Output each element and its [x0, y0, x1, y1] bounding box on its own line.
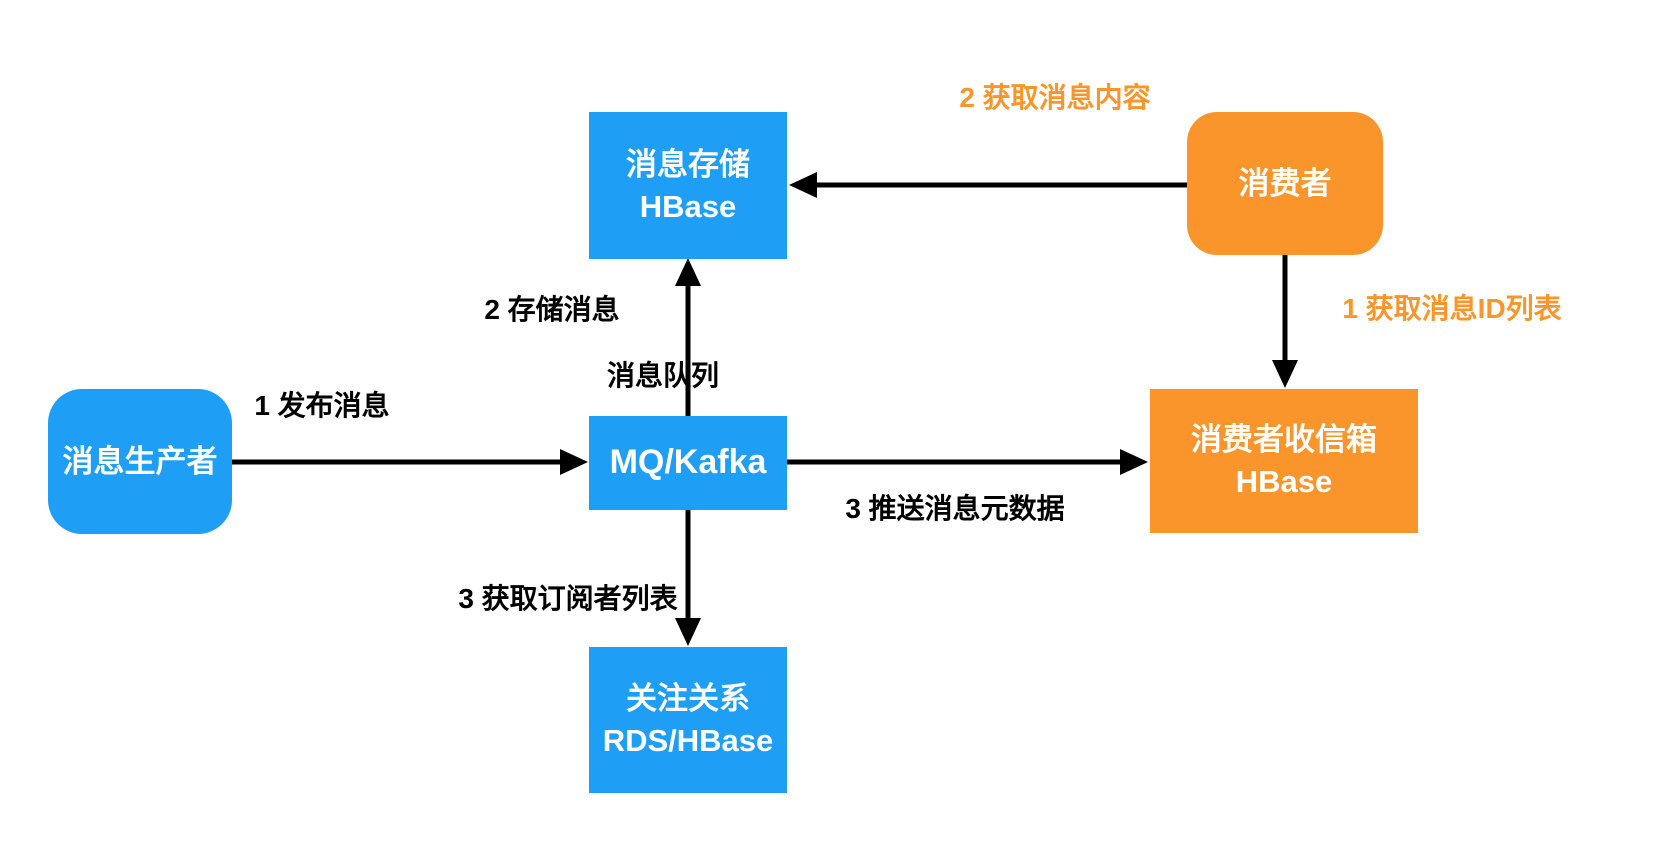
arrow-get-message-content: [789, 172, 1187, 198]
node-consumer: 消费者: [1187, 112, 1383, 255]
arrow-get-subscribers: [675, 510, 701, 646]
node-follow-relation-line1: 关注关系: [626, 681, 750, 717]
arrow-publish-message: [232, 449, 588, 475]
edge-label-publish-message: 1 发布消息: [254, 390, 390, 421]
edge-label-get-subscribers: 3 获取订阅者列表: [458, 583, 678, 614]
node-message-producer: 消息生产者: [48, 389, 232, 534]
node-consumer-inbox-line1: 消费者收信箱: [1191, 422, 1377, 458]
node-mq-kafka-label: MQ/Kafka: [609, 443, 767, 482]
node-consumer-inbox-line2: HBase: [1235, 464, 1333, 499]
node-message-store-line1: 消息存储: [626, 146, 750, 182]
node-consumer-label: 消费者: [1238, 165, 1332, 201]
arrow-store-message: [675, 258, 701, 416]
node-consumer-inbox: 消费者收信箱 HBase: [1150, 389, 1418, 533]
node-mq-kafka: MQ/Kafka: [589, 416, 787, 510]
edge-label-store-message: 2 存储消息: [484, 294, 620, 325]
edge-label-get-id-list: 1 获取消息ID列表: [1342, 293, 1562, 324]
arrow-get-id-list: [1272, 255, 1298, 388]
mq-node-title: 消息队列: [606, 360, 720, 391]
node-message-producer-label: 消息生产者: [62, 443, 218, 479]
node-follow-relation-line2: RDS/HBase: [602, 723, 774, 758]
node-follow-relation: 关注关系 RDS/HBase: [589, 647, 787, 793]
node-message-store-line2: HBase: [639, 188, 737, 224]
edge-label-get-message-content: 2 获取消息内容: [959, 82, 1151, 113]
edge-label-push-metadata: 3 推送消息元数据: [845, 493, 1065, 524]
node-message-store: 消息存储 HBase: [589, 112, 787, 259]
arrow-push-metadata: [787, 449, 1148, 475]
